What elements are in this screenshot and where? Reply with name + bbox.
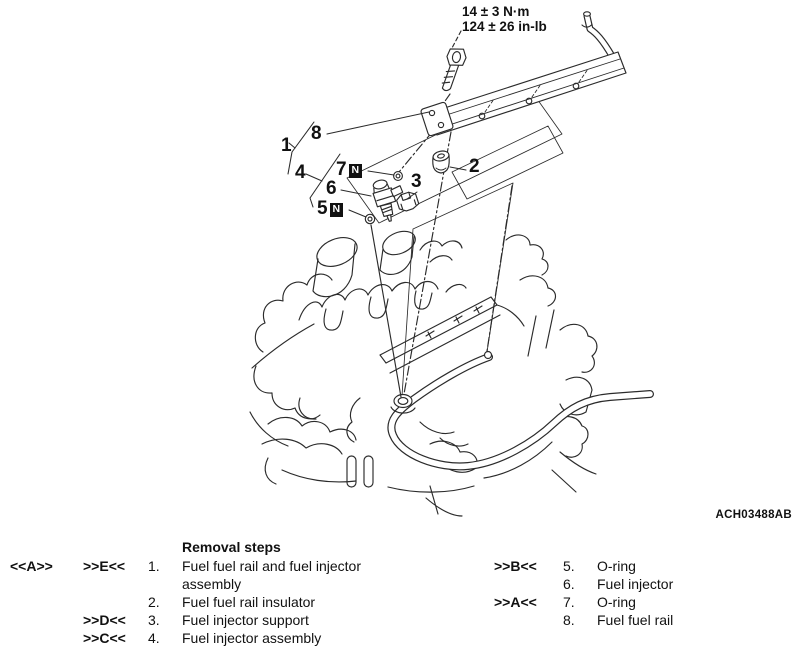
leader-5 xyxy=(348,209,367,218)
callout-4: 4 xyxy=(295,162,306,183)
torque-inlb: 124 ± 26 in-lb xyxy=(462,19,547,34)
item-text: O-ring xyxy=(597,594,636,610)
injector-port-drawing xyxy=(390,393,416,414)
item-number: 8. xyxy=(563,612,575,628)
leader-8 xyxy=(326,111,430,135)
figure-code: ACH03488AB xyxy=(715,509,792,521)
fuel-rail-diagram-svg xyxy=(249,11,654,517)
bracket-1 xyxy=(287,121,315,175)
legend-right-column: >>B<< 5. O-ring 6. Fuel injector >>A<< 7… xyxy=(490,557,790,629)
legend-left-column: <<A>> >>E<< 1. Fuel fuel rail and fuel i… xyxy=(6,557,430,647)
lubricant-n-icon: N xyxy=(329,203,344,217)
item-text: Fuel injector xyxy=(597,576,674,592)
op-marker: >>A<< xyxy=(494,594,537,610)
mounting-bolt-drawing xyxy=(441,48,467,92)
leader-2 xyxy=(449,166,467,171)
torque-leader-line xyxy=(451,30,462,49)
item-number: 1. xyxy=(148,558,160,574)
injector-drawing xyxy=(372,179,404,222)
legend-heading: Removal steps xyxy=(182,539,281,555)
item-text: Fuel injector support xyxy=(182,612,309,628)
insulator-drawing xyxy=(432,150,450,174)
item-text: Fuel fuel rail and fuel injector assembl… xyxy=(182,558,361,592)
callout-1: 1 xyxy=(281,135,292,156)
leader-7 xyxy=(367,170,395,176)
item-text: Fuel fuel rail xyxy=(597,612,674,628)
heater-pipe-drawing xyxy=(387,350,654,471)
item-text: Fuel fuel rail insulator xyxy=(182,594,316,610)
callout-6: 6 xyxy=(326,178,337,199)
item-number: 5. xyxy=(563,558,575,574)
leader-6 xyxy=(340,189,372,197)
callout-leader-lines xyxy=(287,111,467,218)
fuel-pipe-end xyxy=(583,11,591,17)
op-marker: <<A>> xyxy=(10,558,53,574)
engine-block-drawing xyxy=(249,230,598,517)
item-number: 3. xyxy=(148,612,160,628)
op-marker: >>D<< xyxy=(83,612,126,628)
item-number: 7. xyxy=(563,594,575,610)
item-text: Fuel injector assembly xyxy=(182,630,322,646)
o-ring-7-drawing xyxy=(393,171,403,181)
bracket-4 xyxy=(309,153,341,208)
item-number: 6. xyxy=(563,576,575,592)
item-number: 4. xyxy=(148,630,160,646)
o-ring-5-drawing xyxy=(364,213,376,225)
lubricant-n-icon: N xyxy=(348,164,363,178)
item-number: 2. xyxy=(148,594,160,610)
callout-8: 8 xyxy=(311,123,322,144)
fuel-rail-drawing xyxy=(420,11,627,137)
torque-spec-label: 14 ± 3 N·m 124 ± 26 in-lb xyxy=(462,4,547,34)
item-text: O-ring xyxy=(597,558,636,574)
section-plane xyxy=(346,88,564,397)
torque-nm: 14 ± 3 N·m xyxy=(462,4,530,19)
rail-mount-boss xyxy=(420,101,454,137)
op-marker: >>C<< xyxy=(83,630,126,646)
callout-2: 2 xyxy=(469,156,480,177)
callout-3: 3 xyxy=(411,171,422,192)
op-marker: >>B<< xyxy=(494,558,537,574)
leader-3 xyxy=(406,191,418,200)
op-marker: >>E<< xyxy=(83,558,126,574)
